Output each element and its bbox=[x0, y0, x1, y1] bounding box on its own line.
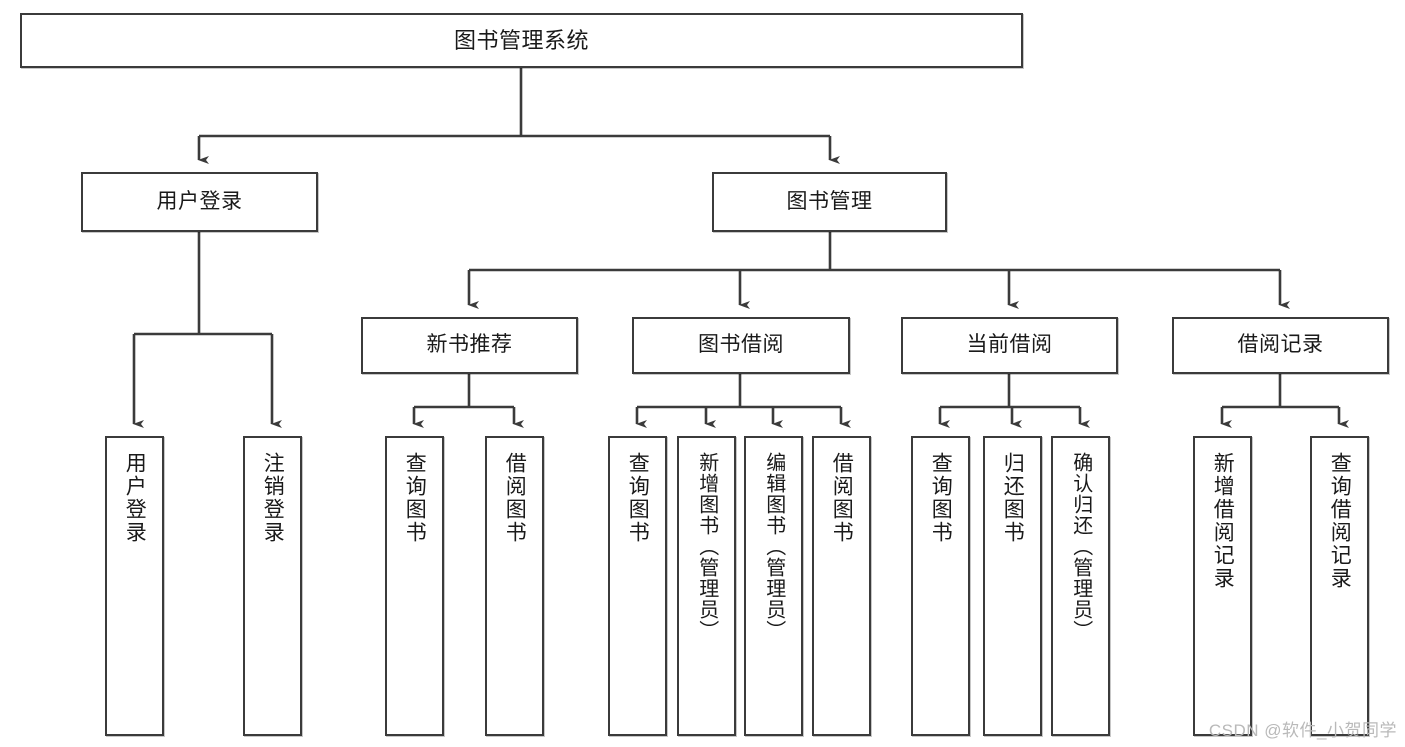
node-leaf-query-book-1[interactable]: 查询图书 bbox=[385, 436, 444, 736]
watermark-text: CSDN @软件_小贺同学 bbox=[1208, 721, 1397, 740]
node-leaf-edit-book[interactable]: 编辑图书（管理员） bbox=[744, 436, 803, 736]
node-label: 查询图书 bbox=[403, 452, 427, 544]
node-label: 编辑图书（管理员） bbox=[762, 452, 785, 641]
node-label: 用户登录 bbox=[156, 189, 243, 213]
node-leaf-add-record[interactable]: 新增借阅记录 bbox=[1193, 436, 1252, 736]
node-root-system[interactable]: 图书管理系统 bbox=[20, 13, 1023, 68]
node-leaf-user-login[interactable]: 用户登录 bbox=[105, 436, 164, 736]
node-label: 新增图书（管理员） bbox=[695, 452, 718, 641]
node-label: 借阅图书 bbox=[830, 452, 854, 544]
node-book-manage[interactable]: 图书管理 bbox=[712, 172, 947, 232]
node-label: 查询借阅记录 bbox=[1328, 452, 1352, 590]
node-label: 查询图书 bbox=[626, 452, 650, 544]
node-leaf-confirm-return[interactable]: 确认归还（管理员） bbox=[1051, 436, 1110, 736]
node-label: 图书管理系统 bbox=[453, 27, 589, 53]
node-leaf-user-logout[interactable]: 注销登录 bbox=[243, 436, 302, 736]
node-label: 借阅记录 bbox=[1237, 333, 1324, 357]
node-label: 确认归还（管理员） bbox=[1069, 452, 1092, 641]
node-label: 新书推荐 bbox=[426, 333, 513, 357]
node-label: 图书管理 bbox=[786, 189, 873, 213]
node-label: 借阅图书 bbox=[503, 452, 527, 544]
node-leaf-borrow-book-1[interactable]: 借阅图书 bbox=[485, 436, 544, 736]
node-book-borrow[interactable]: 图书借阅 bbox=[632, 317, 850, 374]
node-leaf-return-book[interactable]: 归还图书 bbox=[983, 436, 1042, 736]
node-borrow-record[interactable]: 借阅记录 bbox=[1172, 317, 1389, 374]
node-label: 注销登录 bbox=[261, 452, 285, 544]
node-label: 当前借阅 bbox=[966, 333, 1053, 357]
node-leaf-query-book-2[interactable]: 查询图书 bbox=[608, 436, 667, 736]
node-label: 新增借阅记录 bbox=[1211, 452, 1235, 590]
node-user-login[interactable]: 用户登录 bbox=[81, 172, 318, 232]
node-label: 用户登录 bbox=[123, 452, 147, 544]
node-new-book-recommend[interactable]: 新书推荐 bbox=[361, 317, 578, 374]
node-current-borrow[interactable]: 当前借阅 bbox=[901, 317, 1118, 374]
node-label: 归还图书 bbox=[1001, 452, 1025, 544]
node-leaf-query-record[interactable]: 查询借阅记录 bbox=[1310, 436, 1369, 736]
node-leaf-borrow-book-2[interactable]: 借阅图书 bbox=[812, 436, 871, 736]
node-leaf-query-book-3[interactable]: 查询图书 bbox=[911, 436, 970, 736]
node-leaf-add-book[interactable]: 新增图书（管理员） bbox=[677, 436, 736, 736]
node-label: 图书借阅 bbox=[698, 333, 784, 357]
node-label: 查询图书 bbox=[929, 452, 953, 544]
